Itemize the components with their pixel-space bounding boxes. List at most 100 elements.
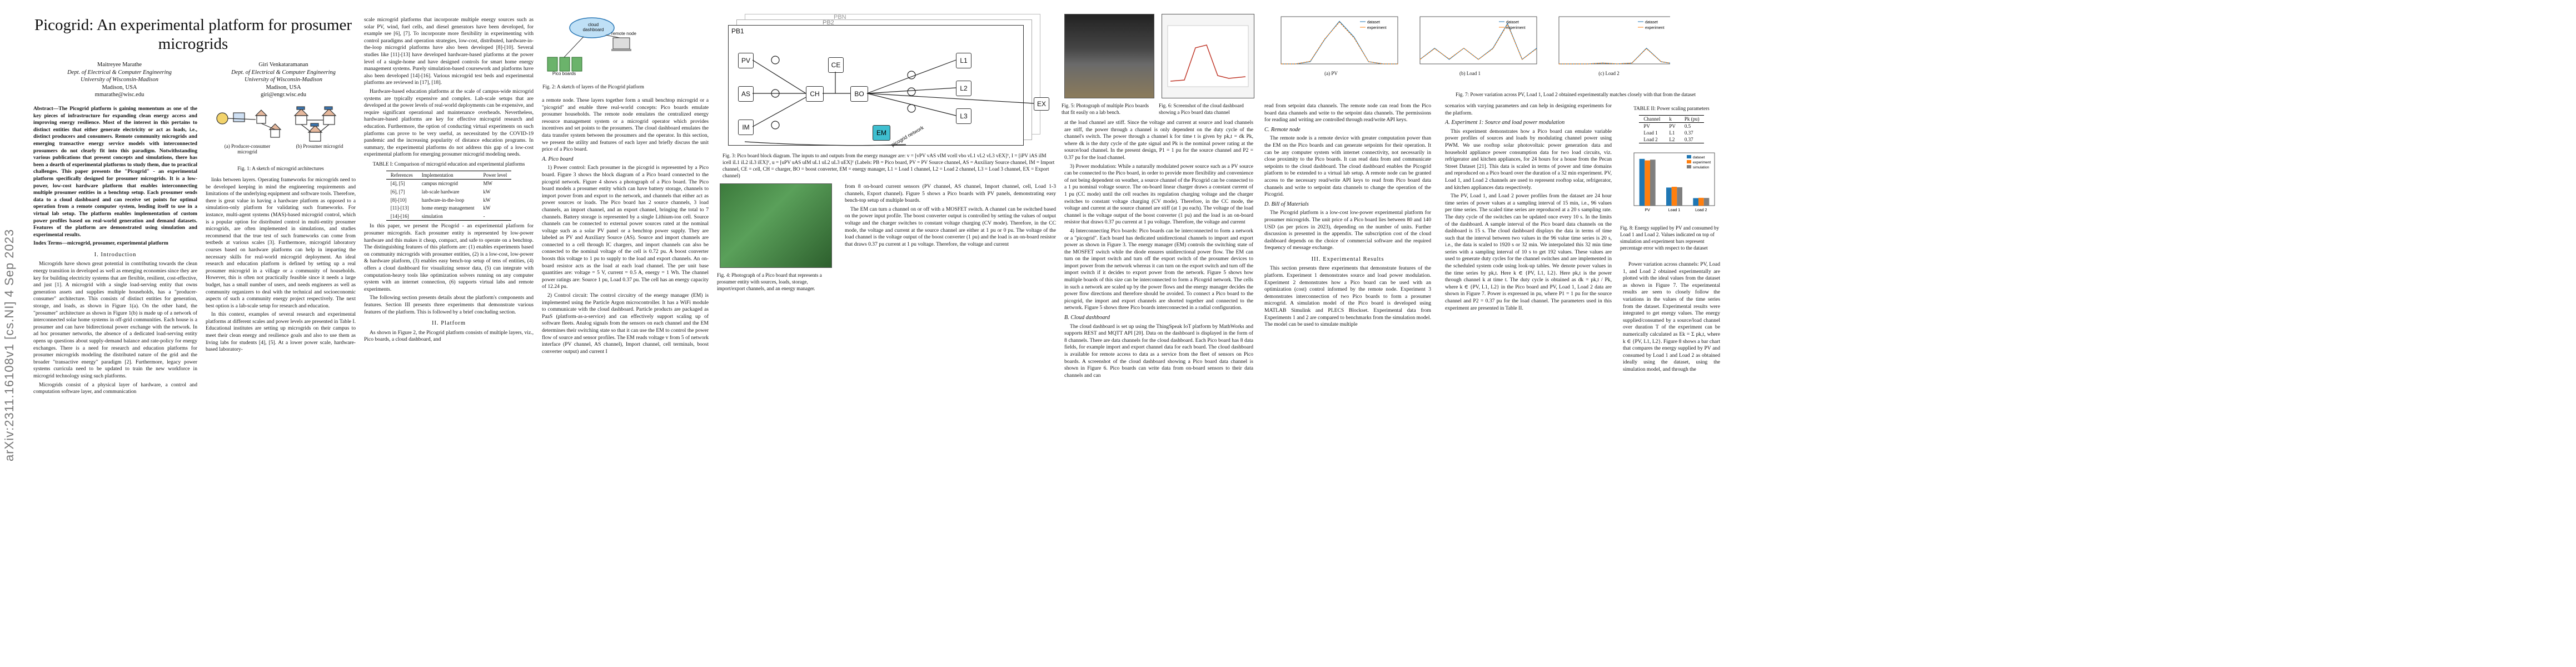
author-dept: Dept. of Electrical & Computer Engineeri… (231, 69, 336, 76)
author-email[interactable]: giri@engr.wisc.edu (261, 92, 306, 98)
em-block: EM (873, 125, 890, 141)
table1-caption: TABLE I: Comparison of microgrid educati… (372, 161, 525, 167)
paragraph: 4) Interconnecting Pico boards: Pico boa… (1064, 227, 1253, 311)
table-cell: 0.37 (1680, 136, 1704, 143)
table-cell: simulation (417, 212, 479, 221)
legend-label: dataset (1506, 21, 1519, 24)
legend-label: experiment (1693, 161, 1711, 165)
ce-block: CE (828, 57, 844, 73)
paragraph: 1) Power control: Each prosumer in the p… (542, 165, 709, 290)
legend-swatch (1687, 160, 1691, 163)
series-line-experiment (1281, 22, 1398, 64)
column-3: scale microgrid platforms that incorpora… (364, 17, 534, 345)
table-cell: campus microgrid (421, 181, 458, 187)
paragraph: The EM can turn a channel on or off with… (845, 206, 1056, 247)
table-cell: 0.5 (1684, 123, 1691, 129)
arxiv-id: arXiv:2311.16108v1 [cs.NI] 4 Sep 2023 (2, 228, 16, 461)
column-1: Abstract—The Picogrid platform is gainin… (33, 106, 197, 397)
section-heading: I. Introduction (94, 251, 137, 258)
legend-label: experiment (1645, 26, 1665, 30)
plot-frame (1558, 16, 1676, 64)
paragraph: As shown in Figure 2, the Picogrid platf… (364, 329, 534, 343)
ch-block: CH (806, 86, 824, 102)
table-2-wrap: TABLE II: Power scaling parameters Chann… (1623, 103, 1720, 146)
table-header: Implementation (417, 170, 479, 180)
table-cell: PV (1643, 123, 1650, 129)
table-cell: 0.37 (1684, 130, 1693, 136)
paragraph: In this paper, we present the Picogrid -… (364, 223, 534, 292)
legend-label: dataset (1693, 156, 1705, 160)
paragraph: from 8 on-board current sensors (PV chan… (845, 183, 1056, 204)
plot-frame (1419, 16, 1537, 64)
table-cell: MW (483, 181, 493, 187)
section-heading: III. Experimental Results (1311, 256, 1384, 262)
section-heading: II. Platform (432, 320, 466, 327)
fig5-caption: Fig. 5: Photograph of multiple Pico boar… (1062, 103, 1149, 115)
fig2-caption: Fig. 2: A sketch of layers of the Picogr… (542, 84, 644, 89)
table-cell: home energy management (421, 205, 475, 211)
paragraph: The following section presents details a… (364, 295, 534, 315)
table-header: Power level (479, 170, 512, 180)
bar-simulation (1677, 187, 1682, 206)
series-line-experiment (1559, 48, 1676, 64)
abstract: Abstract—The Picogrid platform is gainin… (33, 106, 197, 238)
fig7b-label: (b) Load 1 (1459, 71, 1481, 76)
fig7c-label: (c) Load 2 (1598, 71, 1620, 76)
pb2-label: PB2 (823, 19, 834, 26)
table-cell: lab-scale hardware (421, 189, 460, 195)
cloud-label: cloud dashboard (582, 22, 604, 32)
legend-label: dataset (1367, 21, 1380, 24)
paragraph: a remote node. These layers together for… (542, 97, 709, 153)
paragraph: The PV, Load 1, and Load 2 power profile… (1445, 193, 1612, 311)
fig1-caption: Fig. 1: A sketch of microgrid architectu… (237, 166, 324, 171)
subsection-heading: A. Pico board (542, 156, 574, 162)
table-cell: kW (483, 205, 491, 211)
subsection-heading: B. Cloud dashboard (1064, 315, 1110, 321)
author-dept: Dept. of Electrical & Computer Engineeri… (67, 69, 172, 76)
dashboard-plot (1167, 25, 1249, 87)
author-email[interactable]: mmarathe@wisc.edu (94, 92, 145, 98)
plot-frame (1280, 16, 1398, 64)
column-8: scenarios with varying parameters and ca… (1445, 103, 1612, 313)
table-cell: - (479, 212, 512, 221)
table-header: Channel (1639, 115, 1665, 123)
fig7a-label: (a) PV (1324, 71, 1338, 76)
subsection-heading: C. Remote node (1264, 126, 1301, 133)
table-header: Pk (pu) (1680, 115, 1704, 123)
figure-3: PB1 PBN PB2 PV AS IM CE CH BO EM L1 L2 L… (723, 14, 1056, 148)
paragraph: The Picogrid platform is a low-cost low-… (1264, 210, 1431, 251)
paragraph: scenarios with varying parameters and ca… (1445, 103, 1612, 116)
paragraph: This experiment demonstrates how a Pico … (1445, 128, 1612, 191)
paragraph: The remote node is a remote device with … (1264, 135, 1431, 198)
table-cell: Load 1 (1643, 130, 1658, 136)
paragraph: at the load channel are stiff. Since the… (1064, 120, 1253, 161)
as-block: AS (738, 86, 754, 102)
paragraph: Hardware-based education platforms at th… (364, 88, 534, 158)
paragraph: In this context, examples of several res… (206, 311, 356, 353)
microgrid-sketch (216, 106, 337, 142)
bo-block: BO (850, 86, 868, 102)
bar-simulation (1650, 160, 1656, 206)
index-terms: Index Terms—microgrid, prosumer, experim… (33, 240, 168, 247)
table2-caption: TABLE II: Power scaling parameters (1633, 106, 1710, 111)
column-2-lower: links between layers. Operating framewor… (206, 177, 356, 355)
column-9: Power variation across channels: PV, Loa… (1623, 261, 1720, 375)
bar-experiment (1671, 187, 1677, 206)
l2-block: L2 (956, 81, 971, 96)
series-line-experiment (1419, 23, 1537, 60)
paragraph: 2) Control circuit: The control circuitr… (542, 292, 709, 355)
legend-swatch (1687, 165, 1691, 168)
fig4-caption: Fig. 4: Photograph of a Pico board that … (717, 272, 822, 291)
table-header: k (1665, 115, 1680, 123)
table-cell: PV (1669, 123, 1676, 129)
pico-board-photo (720, 183, 832, 268)
fig7-caption: Fig. 7: Power variation across PV, Load … (1456, 92, 1696, 97)
paragraph: This section presents three experiments … (1264, 265, 1431, 328)
table-cell: kW (483, 189, 491, 195)
im-block: IM (738, 120, 754, 135)
legend-label: experiment (1506, 26, 1526, 30)
author-2: Giri Venkataramanan Dept. of Electrical … (214, 61, 353, 99)
